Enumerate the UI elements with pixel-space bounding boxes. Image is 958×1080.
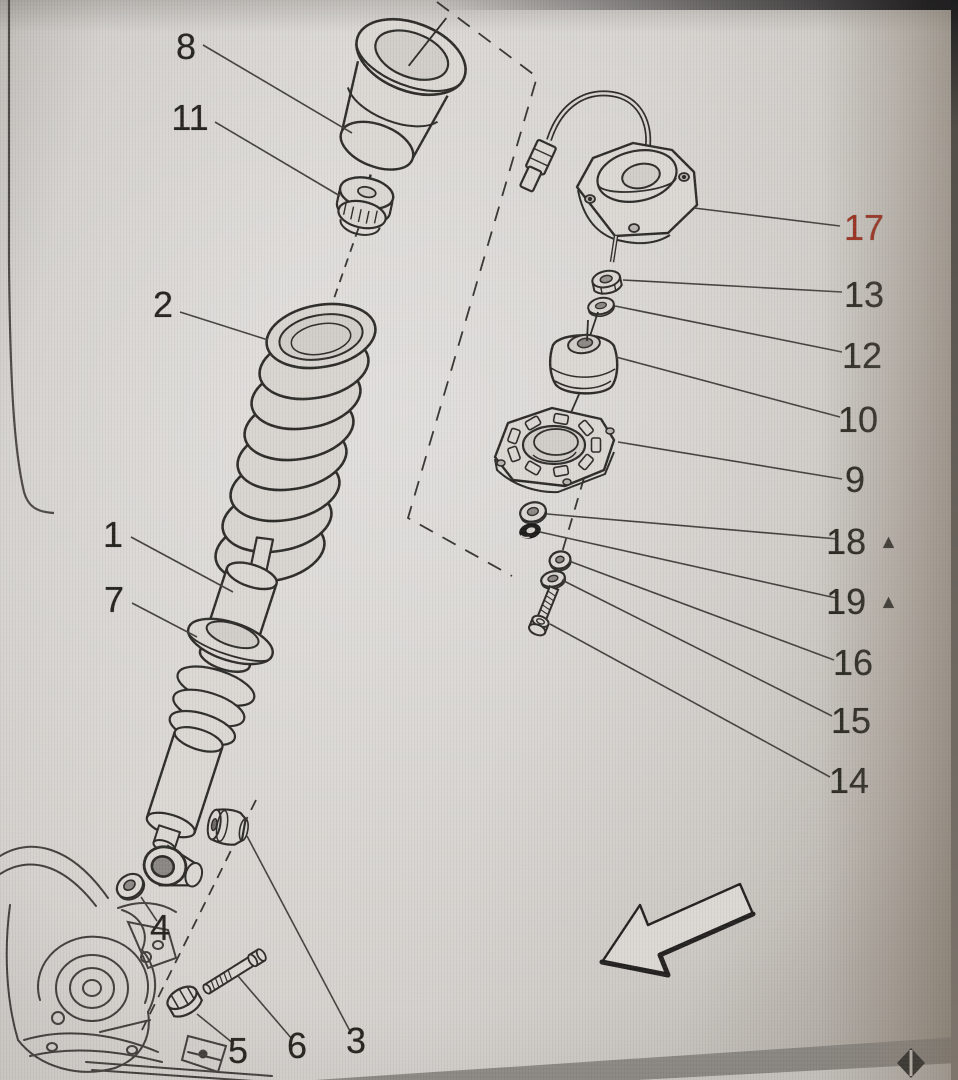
leader-line-9	[617, 441, 843, 480]
bottom-band-light	[638, 1063, 958, 1080]
leader-line-5	[196, 1013, 235, 1045]
leader-line-12	[614, 305, 843, 353]
nut-13	[591, 269, 623, 295]
axis-pin-mid	[586, 319, 589, 342]
leader-line-16	[568, 560, 835, 661]
rubber-ring-19	[519, 523, 541, 539]
shock-absorber-strut	[145, 536, 278, 853]
bump-stop	[548, 333, 619, 395]
leader-line-8	[202, 44, 353, 134]
panel-border	[7, 0, 55, 515]
leader-line-11	[214, 121, 341, 197]
bump-pad	[335, 174, 395, 236]
leader-line-10	[615, 356, 841, 418]
washer-16	[548, 550, 572, 572]
mount-slots	[507, 412, 602, 478]
leader-line-15	[561, 579, 833, 717]
page-navigation-diamond-icon[interactable]	[897, 1048, 925, 1078]
leader-line-6	[237, 975, 293, 1040]
upper-mount	[493, 406, 616, 494]
direction-arrow	[599, 882, 756, 978]
stud-pin	[609, 235, 619, 263]
nut-5	[166, 985, 204, 1018]
leader-lines	[130, 44, 843, 1045]
wheel-hub-sketch	[0, 845, 273, 1080]
washer-12	[587, 296, 615, 317]
leader-line-14	[549, 623, 831, 778]
leader-line-13	[622, 279, 843, 293]
leader-line-4	[140, 896, 158, 922]
leader-line-1	[130, 536, 234, 593]
bushing	[206, 808, 249, 846]
shock-lower-eye	[142, 844, 204, 888]
axis-pin-upper	[589, 311, 599, 337]
sensor-mount-plate	[519, 90, 699, 245]
washer-18	[519, 501, 548, 525]
bolt-14	[527, 585, 560, 637]
coil-spring	[214, 302, 377, 584]
washer-4	[115, 872, 146, 901]
cable-connector	[519, 138, 557, 193]
cable-inner	[547, 92, 650, 164]
leader-line-2	[179, 311, 269, 341]
bolt-6	[202, 948, 267, 995]
leader-line-18	[546, 513, 839, 540]
bottom-band	[314, 1037, 958, 1080]
washer-15	[540, 570, 567, 590]
leader-line-19	[539, 531, 837, 599]
upper-cup	[339, 17, 467, 171]
leader-line-7	[131, 602, 198, 638]
leader-line-3	[246, 835, 352, 1034]
leader-line-17	[693, 207, 841, 227]
